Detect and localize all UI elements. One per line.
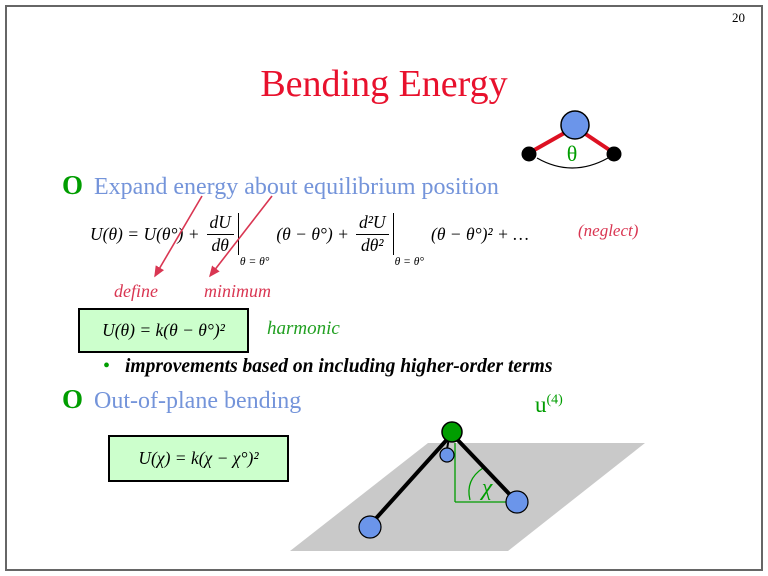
bond-to-right-atom (450, 432, 518, 503)
frac1-numerator: dU (206, 213, 234, 235)
circle-bullet-icon: O (62, 384, 84, 414)
out-of-plane-diagram: χ (290, 421, 645, 551)
harmonic-equation-box: U(θ) = k(θ − θ°)² (78, 308, 249, 353)
chi-equation-box: U(χ) = k(χ − χ°)² (108, 435, 289, 482)
section1-heading-label: Expand energy about equilibrium position (94, 174, 499, 200)
second-derivative-fraction: d²U dθ² (355, 213, 394, 255)
frac1-denominator: dθ (211, 234, 229, 255)
plane-atom-right (505, 490, 529, 514)
chi-angle-arc (468, 467, 484, 501)
chi-angle-label: χ (480, 475, 494, 501)
terminal-atom-left (521, 146, 537, 162)
section2-heading-label: Out-of-plane bending (94, 388, 302, 414)
apex-atom-green (441, 421, 463, 443)
plane-atom-left (358, 515, 382, 539)
eq-term-first-order: (θ − θ°) + (276, 223, 349, 244)
neglect-note: (neglect) (578, 221, 639, 240)
chi-equation: U(χ) = k(χ − χ°)² (138, 448, 259, 468)
circle-bullet-icon: O (62, 170, 84, 200)
section-expand-energy: O Expand energy about equilibrium positi… (62, 170, 499, 201)
frac2-denominator: dθ² (360, 234, 384, 255)
eq-term-zeroth-order: U(θ) = U(θ°) + (90, 223, 200, 244)
dot-bullet-icon: • (103, 355, 111, 377)
plane-surface (290, 443, 645, 551)
slide-number: 20 (732, 10, 745, 25)
bond-angle-diagram: θ (521, 110, 622, 169)
improvements-bullet: • improvements based on including higher… (103, 355, 552, 378)
minimum-label: minimum (204, 281, 271, 301)
section-out-of-plane: O Out-of-plane bending (62, 384, 301, 415)
potential-symbol: u (535, 392, 547, 417)
angle-arc (536, 157, 609, 169)
frac2-numerator: d²U (355, 213, 389, 235)
potential-order-superscript: (4) (546, 392, 563, 408)
eq-term-second-order: (θ − θ°)² + … (431, 223, 529, 244)
bond-to-left-atom (368, 432, 454, 527)
page-title: Bending Energy (260, 63, 508, 105)
first-derivative-factor: dU dθ θ = θ° (206, 213, 269, 268)
harmonic-label: harmonic (267, 318, 340, 339)
second-derivative-factor: d²U dθ² θ = θ° (355, 213, 424, 268)
frac2-evaluation-condition: θ = θ° (394, 255, 424, 268)
taylor-expansion-equation: U(θ) = U(θ°) + dU dθ θ = θ° (θ − θ°) + d… (90, 202, 536, 268)
equilibrium-atom-small (439, 447, 455, 463)
four-body-potential-label: u(4) (535, 392, 563, 418)
center-atom (560, 110, 590, 140)
frac1-evaluation-condition: θ = θ° (239, 255, 270, 268)
harmonic-equation: U(θ) = k(θ − θ°)² (102, 320, 225, 340)
first-derivative-fraction: dU dθ (206, 213, 239, 255)
theta-angle-label: θ (567, 141, 578, 166)
terminal-atom-right (606, 146, 622, 162)
improvements-text: improvements based on including higher-o… (125, 356, 553, 377)
define-label: define (114, 281, 158, 301)
